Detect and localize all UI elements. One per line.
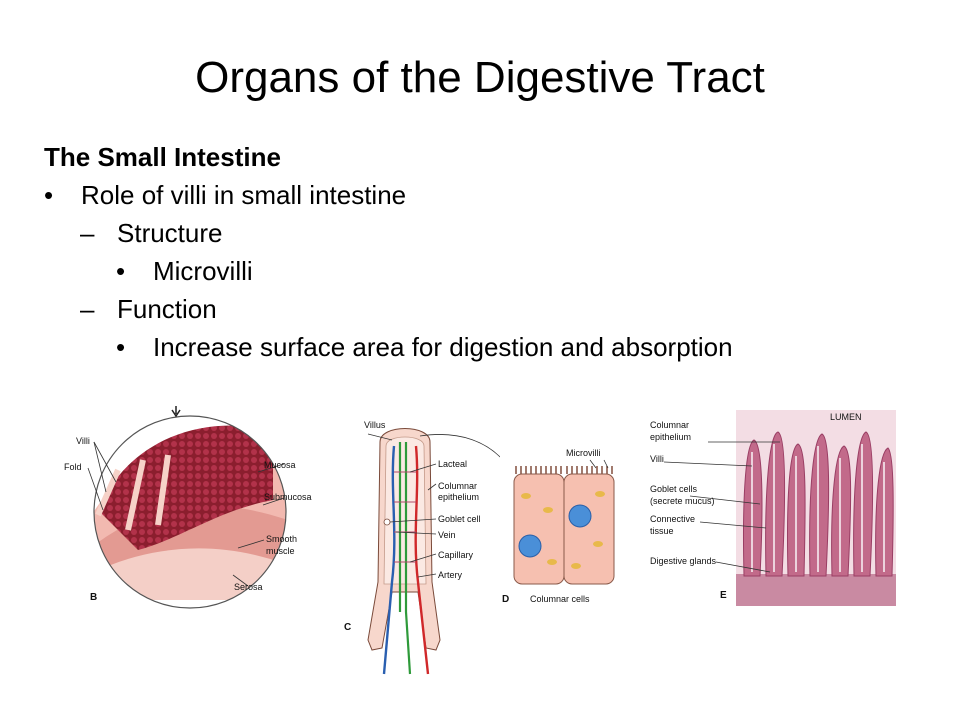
figure-letter-c: C: [344, 622, 351, 633]
dash-marker: –: [80, 294, 95, 324]
bullet-text: Increase surface area for digestion and …: [153, 332, 733, 362]
bullet-text: Structure: [117, 218, 223, 248]
bullet-marker: •: [116, 332, 126, 362]
label-smooth-muscle-line1: Smooth: [266, 534, 297, 544]
figure-letter-e: E: [720, 590, 727, 601]
section-heading: The Small Intestine: [44, 142, 281, 172]
label-vein: Vein: [438, 530, 456, 540]
label-digestive-glands: Digestive glands: [650, 556, 717, 566]
bullet-increase-surface-area: • Increase surface area for digestion an…: [44, 328, 733, 366]
intestinal-wall-illustration: Villi Fold Mucosa Submucosa Smooth muscl…: [64, 406, 312, 609]
bullet-text: Role of villi in small intestine: [81, 180, 407, 210]
bullet-role-of-villi: • Role of villi in small intestine: [44, 176, 733, 214]
label-serosa: Serosa: [234, 582, 263, 592]
bullet-structure: – Structure: [44, 214, 733, 252]
label-connective-line1: Connective: [650, 514, 695, 524]
dash-marker: –: [80, 218, 95, 248]
figure-letter-d: D: [502, 594, 509, 605]
label-connective-line2: tissue: [650, 526, 674, 536]
label-submucosa: Submucosa: [264, 492, 312, 502]
bullet-marker: •: [44, 180, 54, 210]
label-villi: Villi: [650, 454, 664, 464]
label-columnar-line2: epithelium: [438, 492, 479, 502]
label-goblet-cell: Goblet cell: [438, 514, 481, 524]
label-columnar-line1: Columnar: [650, 420, 689, 430]
label-goblet-line2: (secrete mucus): [650, 496, 715, 506]
label-artery: Artery: [438, 570, 463, 580]
bullet-text: Microvilli: [153, 256, 253, 286]
bullet-microvilli: • Microvilli: [44, 252, 733, 290]
label-columnar-line2: epithelium: [650, 432, 691, 442]
villus-illustration: Villus Lacteal Columnar epithelium Goble…: [344, 420, 500, 675]
label-fold: Fold: [64, 462, 82, 472]
label-columnar-line1: Columnar: [438, 481, 477, 491]
bullet-function: – Function: [44, 290, 733, 328]
label-lacteal: Lacteal: [438, 459, 467, 469]
label-goblet-line1: Goblet cells: [650, 484, 698, 494]
label-lumen: LUMEN: [830, 412, 862, 422]
slide-body: The Small Intestine • Role of villi in s…: [44, 138, 733, 366]
label-microvilli: Microvilli: [566, 448, 601, 458]
bullet-marker: •: [116, 256, 126, 286]
label-columnar-cells: Columnar cells: [530, 594, 590, 604]
columnar-cells-illustration: Microvilli Columnar cells D: [502, 448, 615, 605]
label-villi: Villi: [76, 436, 90, 446]
label-capillary: Capillary: [438, 550, 474, 560]
label-mucosa: Mucosa: [264, 460, 296, 470]
slide-title: Organs of the Digestive Tract: [195, 53, 765, 102]
label-smooth-muscle-line2: muscle: [266, 546, 295, 556]
figure-letter-b: B: [90, 592, 97, 603]
histology-micrograph: LUMEN Columnar epithelium Villi Goblet c…: [650, 410, 896, 606]
label-villus: Villus: [364, 420, 386, 430]
bullet-text: Function: [117, 294, 217, 324]
